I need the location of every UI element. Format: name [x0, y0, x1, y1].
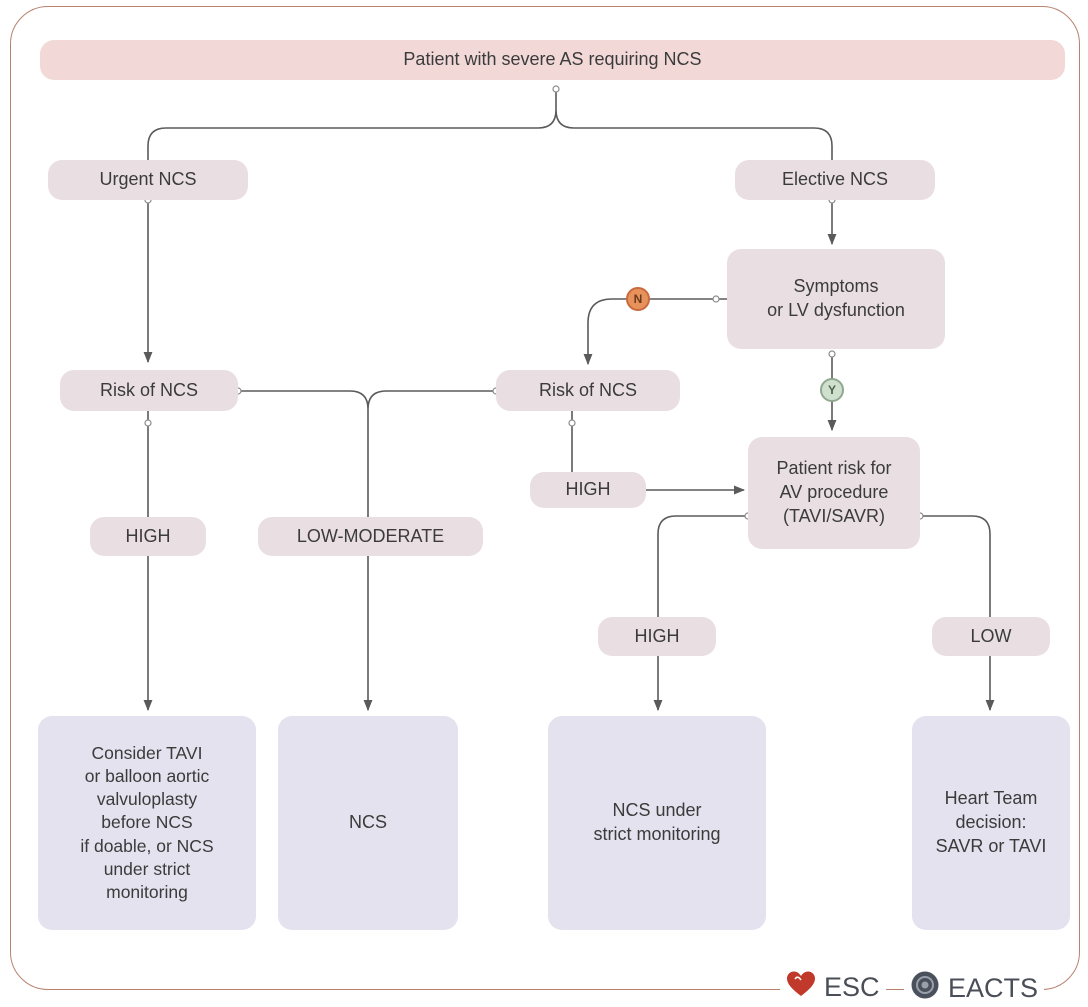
port-dot: [552, 85, 560, 93]
low-moderate-node: LOW-MODERATE: [258, 517, 483, 556]
elective-ncs-node: Elective NCS: [735, 160, 935, 200]
high-left-node: HIGH: [90, 517, 206, 556]
urgent-ncs-node: Urgent NCS: [48, 160, 248, 200]
diagram-frame: [10, 6, 1080, 990]
low-right-label: LOW: [970, 625, 1012, 646]
eacts-logo-text: EACTS: [948, 973, 1039, 1003]
yes-badge-label: Y: [827, 383, 836, 397]
esc-logo: ESC: [780, 970, 886, 1005]
high-mid-label: HIGH: [565, 479, 611, 500]
low-moderate-merge-connector: [238, 390, 496, 523]
low-right-node: LOW: [932, 617, 1050, 656]
risk-of-ncs-left-label: Risk of NCS: [99, 379, 198, 400]
yes-badge: Y: [820, 378, 844, 402]
symptoms-node: Symptoms or LV dysfunction: [727, 249, 945, 349]
heart-team-outcome-node: Heart Team decision: SAVR or TAVI: [912, 716, 1070, 930]
urgent-ncs-label: Urgent NCS: [99, 169, 197, 190]
port-dot: [568, 419, 576, 427]
symptoms-no-connector: [583, 298, 727, 366]
ncs-strict-monitoring-outcome-node: NCS under strict monitoring: [548, 716, 766, 930]
port-dot: [712, 295, 720, 303]
high-right-node: HIGH: [598, 617, 716, 656]
patient-risk-label: Patient risk for AV procedure (TAVI/SAVR…: [776, 458, 892, 526]
patient-with-severe-as-label: Patient with severe AS requiring NCS: [403, 49, 702, 70]
patient-with-severe-as-node: Patient with severe AS requiring NCS: [40, 40, 1065, 80]
top-split-connector: [147, 90, 833, 160]
risk-of-ncs-mid-label: Risk of NCS: [538, 379, 637, 400]
eacts-emblem-icon: [910, 970, 940, 1007]
heart-team-outcome-label: Heart Team decision: SAVR or TAVI: [935, 788, 1047, 856]
patient-risk-high-connector: [657, 515, 748, 617]
high-right-label: HIGH: [634, 625, 680, 646]
ncs-outcome-node: NCS: [278, 716, 458, 930]
high-left-label: HIGH: [125, 525, 171, 546]
ncs-outcome-label: NCS: [348, 812, 387, 833]
low-moderate-label: LOW-MODERATE: [296, 525, 445, 546]
risk-of-ncs-left-node: Risk of NCS: [60, 370, 238, 411]
port-dot: [144, 419, 152, 427]
eacts-logo: EACTS: [904, 970, 1045, 1007]
risk-of-ncs-mid-node: Risk of NCS: [496, 370, 680, 411]
high-mid-node: HIGH: [530, 472, 646, 508]
consider-tavi-outcome-label: Consider TAVI or balloon aortic valvulop…: [80, 743, 214, 902]
no-badge: N: [626, 287, 650, 311]
esc-logo-text: ESC: [824, 972, 880, 1002]
heart-icon: [786, 970, 816, 1005]
symptoms-label: Symptoms or LV dysfunction: [767, 276, 905, 320]
patient-risk-low-connector: [920, 515, 991, 617]
elective-ncs-label: Elective NCS: [781, 169, 889, 190]
patient-risk-node: Patient risk for AV procedure (TAVI/SAVR…: [748, 437, 920, 549]
consider-tavi-outcome-node: Consider TAVI or balloon aortic valvulop…: [38, 716, 256, 930]
ncs-strict-monitoring-outcome-label: NCS under strict monitoring: [593, 800, 721, 844]
port-dot: [828, 350, 836, 358]
no-badge-label: N: [633, 292, 643, 306]
